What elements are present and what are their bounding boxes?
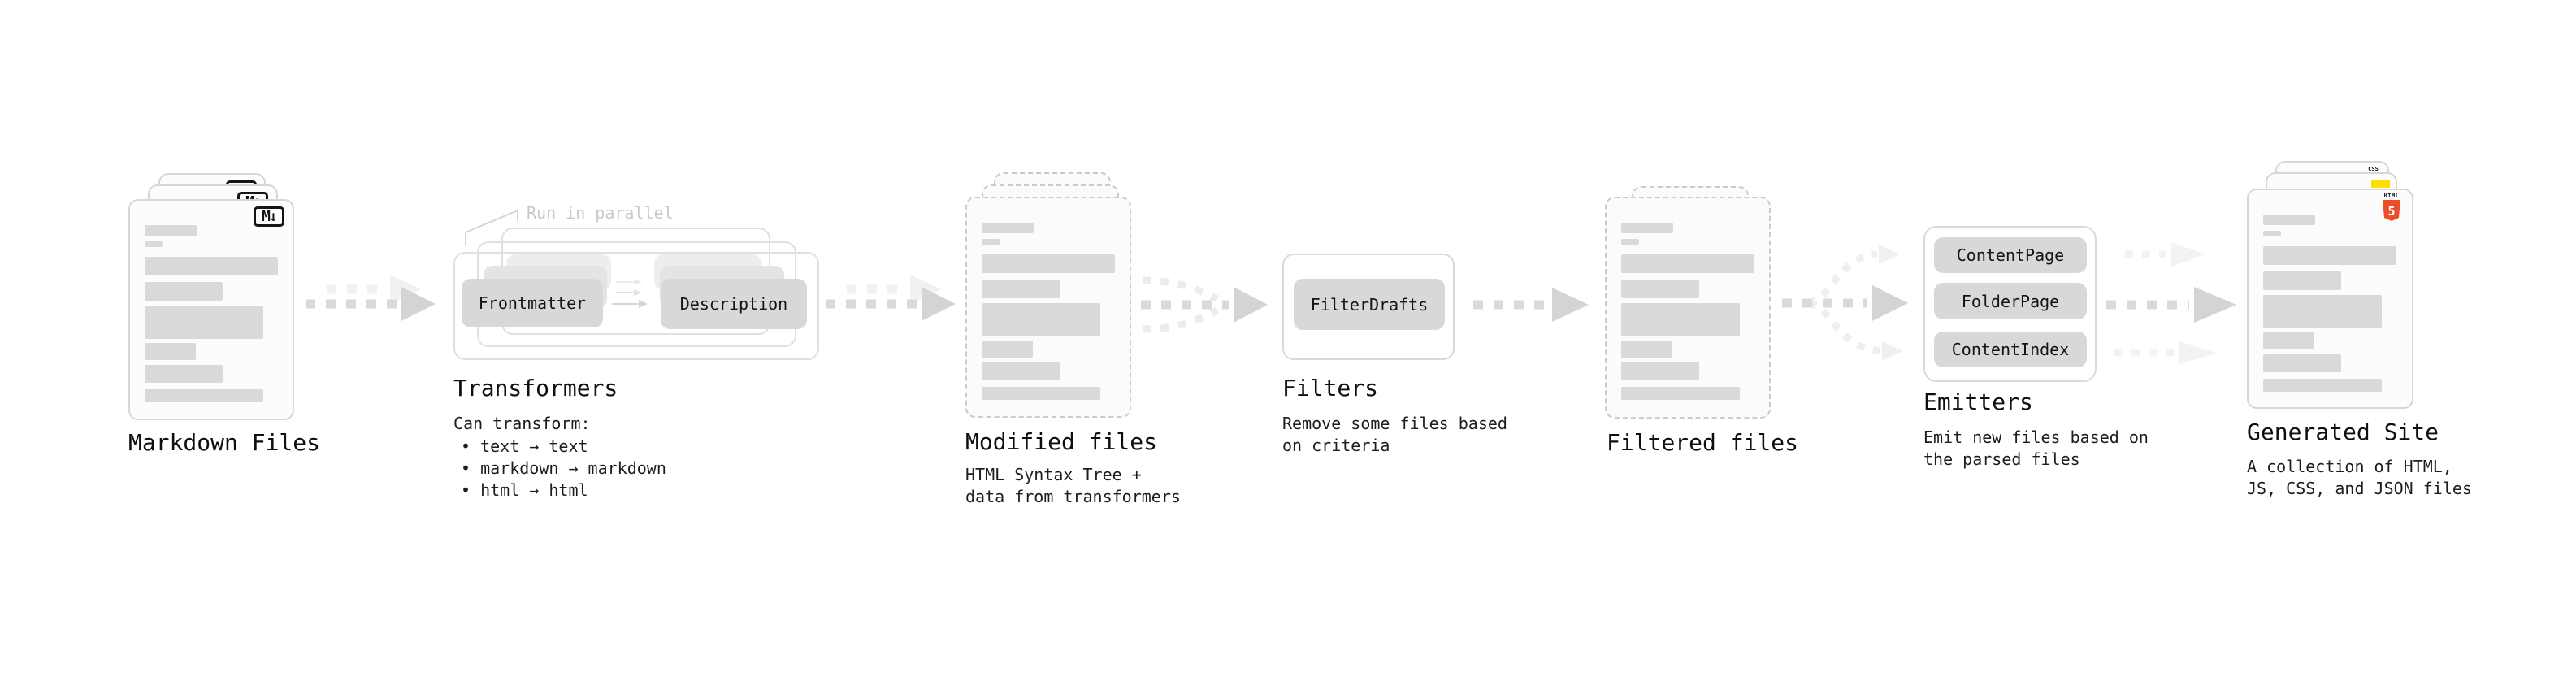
js-file-icon: [2371, 180, 2390, 188]
html5-icon-word: HTML: [2383, 193, 2400, 199]
note-connector-line-icon: [465, 209, 518, 246]
text-line-placeholder: [1621, 280, 1699, 298]
contentindex-box: ContentIndex: [1934, 332, 2087, 367]
folderpage-box: FolderPage: [1934, 283, 2087, 319]
generated-site-caption-line: JS, CSS, and JSON files: [2247, 479, 2472, 498]
modified-files-caption-line: HTML Syntax Tree +: [965, 465, 1142, 484]
stage-markdown-files: M↓ M↓ M↓ Markdown Files: [126, 158, 386, 500]
text-line-placeholder: [145, 306, 263, 339]
text-line-placeholder: [145, 282, 223, 301]
arrow-modified-to-filters-icon: [1141, 276, 1268, 333]
text-line-placeholders: [1607, 198, 1769, 417]
modified-files-caption-line: data from transformers: [965, 487, 1181, 506]
text-line-placeholder: [982, 340, 1033, 358]
html5-icon: HTML 5: [2381, 193, 2402, 225]
emitters-label: Emitters: [1923, 388, 2033, 415]
parallel-step-arrows-icon: [612, 279, 648, 308]
filters-caption-line: Remove some files based: [1282, 414, 1507, 433]
modified-files-label: Modified files: [965, 428, 1158, 455]
text-line-placeholder: [1621, 340, 1672, 358]
text-line-placeholders: [2249, 190, 2412, 407]
filtered-file-card-front: [1605, 197, 1771, 419]
text-line-placeholder: [1621, 239, 1639, 245]
text-line-placeholder: [1621, 254, 1754, 273]
text-line-placeholder: [982, 303, 1100, 336]
stage-emitters: ContentPage FolderPage ContentIndex Emit…: [1923, 226, 2167, 494]
site-file-card-html: HTML 5: [2247, 189, 2413, 409]
frontmatter-box: Frontmatter: [462, 279, 603, 327]
contentpage-box: ContentPage: [1934, 237, 2087, 273]
text-line-placeholder: [145, 365, 223, 383]
text-line-placeholder: [982, 223, 1034, 233]
text-line-placeholder: [2263, 354, 2341, 372]
arrow-transformers-to-modified-icon: [826, 275, 956, 321]
stage-modified-files: Modified files HTML Syntax Tree + data f…: [963, 171, 1207, 512]
text-line-placeholder: [1621, 387, 1740, 400]
text-line-placeholder: [1621, 362, 1699, 380]
filters-caption-line: on criteria: [1282, 436, 1390, 455]
emitters-caption-line: the parsed files: [1923, 449, 2080, 469]
description-box: Description: [661, 279, 807, 329]
text-line-placeholder: [2263, 332, 2314, 349]
markdown-file-card-front: M↓: [128, 199, 294, 420]
stage-filters: FilterDrafts Filters Remove some files b…: [1282, 254, 1526, 481]
text-line-placeholder: [2263, 246, 2396, 265]
transformer-container-front: [453, 252, 819, 360]
arrow-emitters-to-site-icon: [2106, 242, 2236, 364]
text-line-placeholder: [982, 239, 1000, 245]
text-line-placeholder: [145, 257, 278, 275]
filters-label: Filters: [1282, 375, 1379, 401]
text-line-placeholder: [1621, 223, 1673, 233]
text-line-placeholder: [2263, 231, 2281, 236]
stage-transformers: Run in parallel Frontmatter Description …: [453, 203, 827, 512]
transformers-caption-title: Can transform:: [453, 414, 591, 433]
stage-filtered-files: Filtered files: [1602, 186, 1846, 479]
generated-site-caption-line: A collection of HTML,: [2247, 457, 2452, 476]
text-line-placeholder: [2263, 379, 2382, 392]
text-line-placeholders: [967, 198, 1130, 416]
text-line-placeholder: [982, 254, 1115, 273]
emitters-caption-line: Emit new files based on: [1923, 427, 2149, 447]
transformers-bullet: • text → text: [461, 436, 588, 456]
transformers-label: Transformers: [453, 375, 618, 401]
text-line-placeholder: [2263, 271, 2341, 290]
transformers-bullet: • html → html: [461, 480, 588, 500]
arrow-files-to-transformers-icon: [306, 275, 436, 321]
filterdrafts-box: FilterDrafts: [1294, 279, 1445, 330]
modified-file-card-front: [965, 197, 1131, 418]
text-line-placeholder: [2263, 215, 2315, 225]
text-line-placeholder: [982, 387, 1100, 400]
stage-generated-site: CSS HTML 5 Generated Site A collection o…: [2244, 158, 2569, 508]
text-line-placeholder: [145, 343, 196, 360]
text-line-placeholder: [145, 241, 163, 247]
markdown-files-label: Markdown Files: [128, 429, 321, 456]
text-line-placeholders: [130, 201, 293, 419]
text-line-placeholder: [1621, 303, 1740, 336]
text-line-placeholder: [2263, 295, 2382, 328]
run-in-parallel-note: Run in parallel: [527, 203, 674, 223]
text-line-placeholder: [145, 225, 197, 236]
arrow-filters-to-filtered-icon: [1473, 288, 1589, 322]
arrow-filtered-to-emitters-icon: [1782, 245, 1908, 361]
markdown-icon: M↓: [254, 206, 284, 227]
svg-text:5: 5: [2387, 204, 2395, 219]
filtered-files-label: Filtered files: [1607, 429, 1799, 456]
generated-site-label: Generated Site: [2247, 419, 2439, 445]
text-line-placeholder: [145, 389, 263, 402]
transformers-bullet: • markdown → markdown: [461, 458, 666, 478]
text-line-placeholder: [982, 362, 1060, 380]
text-line-placeholder: [982, 280, 1060, 298]
